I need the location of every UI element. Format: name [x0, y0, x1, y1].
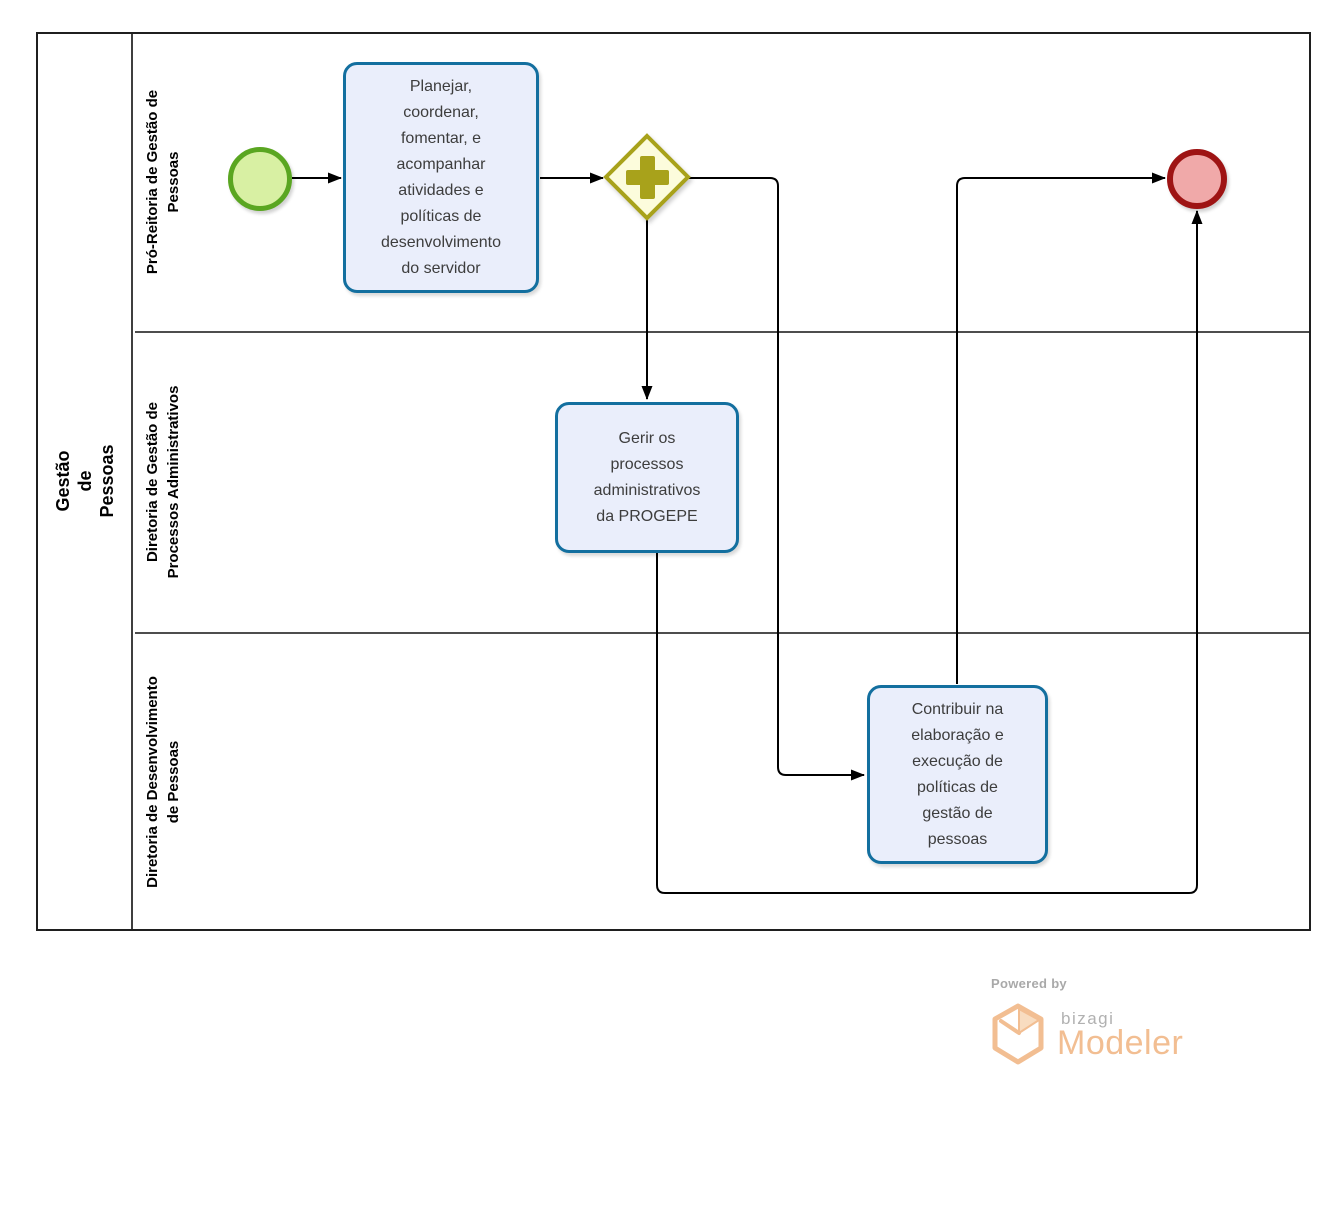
task-label: Planejar, coordenar, fomentar, e acompan…: [380, 77, 502, 277]
flow-task2-to-end: [656, 210, 1203, 894]
task-label: Gerir os processos administrativos da PR…: [593, 429, 701, 525]
task-gerir-processos: Gerir os processos administrativos da PR…: [555, 402, 739, 553]
lane-divider-1: [135, 331, 1309, 333]
parallel-gateway-plus-icon: [626, 156, 669, 199]
lane-divider-2: [135, 632, 1309, 634]
modeler-wordmark: Modeler: [1057, 1024, 1184, 1062]
bizagi-logo-icon: [992, 1003, 1044, 1065]
task-contribuir-politicas: Contribuir na elaboração e execução de p…: [867, 685, 1048, 864]
task-label: Contribuir na elaboração e execução de p…: [911, 700, 1004, 848]
flow-gateway-to-task3: [689, 177, 865, 781]
task-planejar-coordenar: Planejar, coordenar, fomentar, e acompan…: [343, 62, 539, 293]
end-event: [1167, 149, 1227, 209]
bizagi-wordmark: bizagi: [1061, 1009, 1115, 1028]
start-event: [228, 147, 292, 211]
parallel-gateway: [603, 133, 691, 221]
flow-task3-to-end: [956, 172, 1166, 684]
pool-header: Gestão de Pessoas: [38, 34, 133, 929]
powered-by-label: Powered by: [991, 976, 1067, 991]
